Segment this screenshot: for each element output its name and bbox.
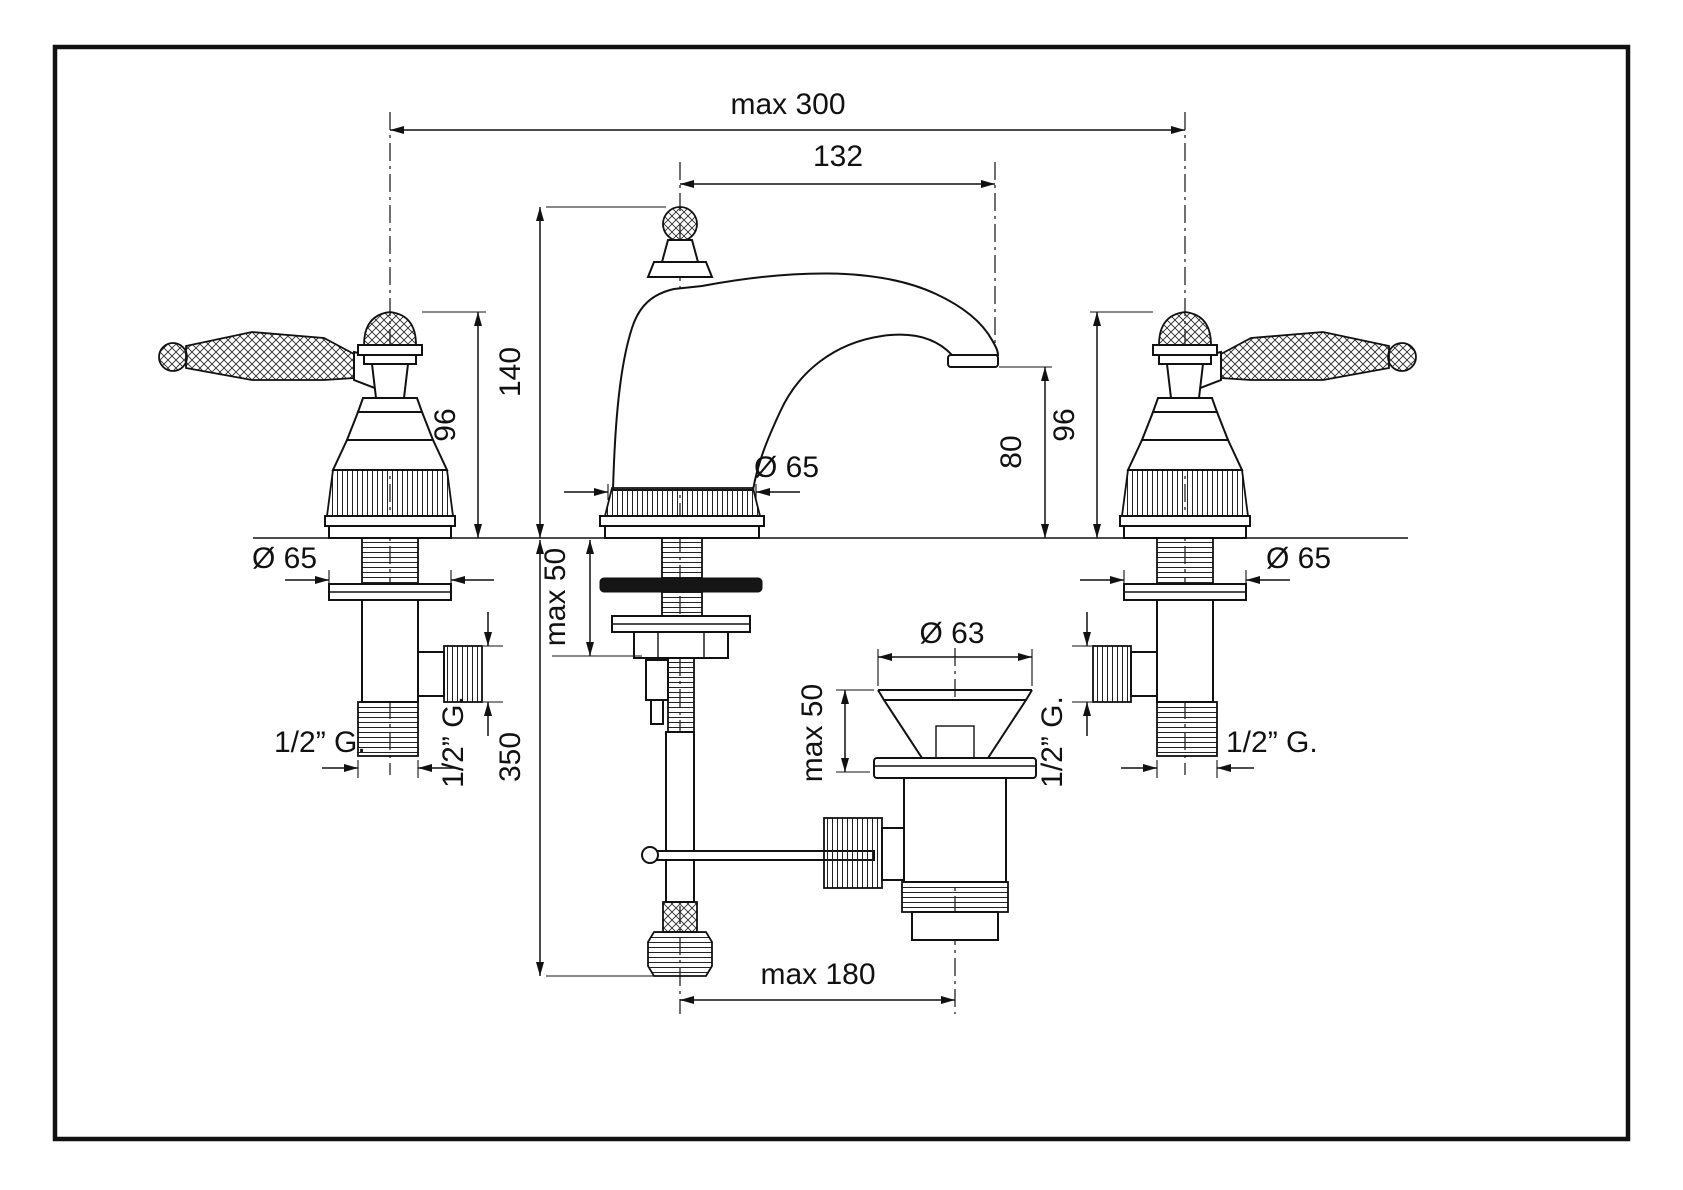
dim-label-spout-base-diameter: Ø 65: [754, 451, 819, 484]
valve-body: [361, 599, 419, 703]
hose-braid: [662, 901, 698, 933]
rod-knob: [641, 846, 659, 864]
hose-tube: [665, 731, 695, 903]
spout: [599, 206, 1000, 733]
pop-up-drain: [823, 689, 1037, 941]
dim-overall-width: max 300: [390, 88, 1185, 134]
dim-hose-length: 350: [494, 540, 668, 977]
drain-threads: [901, 881, 1009, 913]
crystal-lever: [185, 331, 355, 381]
side-outlet: [443, 645, 483, 703]
dim-spout-height: 140: [494, 206, 666, 538]
dim-label-handle-height-left: 96: [429, 408, 462, 441]
drawing-border: [52, 44, 1631, 1142]
dim-spout-base-diameter: Ø 65: [564, 451, 819, 500]
dim-label-left-valve-base-diameter: Ø 65: [252, 542, 317, 575]
handle-tip-ball: [158, 342, 188, 372]
dim-label-handle-height-right: 96: [1048, 408, 1081, 441]
dim-spout-reach: 132: [680, 140, 995, 188]
drain-cone: [882, 699, 1028, 759]
dim-outlet-height: 80: [995, 366, 1052, 538]
drain-tail: [911, 911, 999, 941]
dim-left-valve-base-diameter: Ø 65: [252, 542, 494, 586]
mounting-nut: [633, 631, 729, 659]
dim-handle-height-right: 96: [1048, 311, 1153, 538]
knurled-clamp-nut: [823, 817, 883, 889]
dim-label-drain-flange-diameter: Ø 63: [919, 617, 984, 650]
spout-base: [603, 487, 762, 517]
dim-spout-deck-thickness: max 50: [539, 540, 642, 657]
dim-label-drain-offset: max 180: [760, 958, 875, 991]
dim-label-outlet-height: 80: [995, 435, 1028, 468]
dim-label-right-tail-thread: 1/2” G.: [1226, 726, 1318, 759]
drain-flange: [873, 757, 1037, 779]
dim-label-hose-length: 350: [494, 732, 527, 782]
tailpiece: [357, 701, 419, 757]
flex-hose: [647, 731, 713, 977]
dim-label-spout-reach: 132: [813, 140, 863, 173]
dim-label-spout-deck-thickness: max 50: [539, 548, 572, 646]
aerator: [947, 354, 999, 368]
finial-ball: [662, 206, 698, 242]
dim-label-left-tail-thread: 1/2” G.: [274, 726, 366, 759]
spout-body: [611, 272, 1000, 491]
dim-drain-offset: max 180: [680, 958, 955, 1004]
dim-label-left-outlet-thread: 1/2” G.: [437, 696, 470, 788]
dim-label-spout-height: 140: [494, 347, 527, 397]
dim-label-drain-deck-thickness: max 50: [796, 684, 829, 782]
ribbed-escutcheon: [325, 469, 455, 517]
dim-drain-deck-thickness: max 50: [796, 684, 874, 782]
drain-body: [903, 777, 1007, 883]
dim-drain-flange-diameter: Ø 63: [877, 617, 1033, 686]
dim-right-outlet-thread: 1/2” G.: [1036, 612, 1092, 788]
handle-cap: [363, 311, 417, 346]
rod-guide: [645, 659, 669, 701]
dim-label-right-valve-base-diameter: Ø 65: [1266, 542, 1331, 575]
dim-label-right-outlet-thread: 1/2” G.: [1036, 696, 1069, 788]
dim-right-valve-base-diameter: Ø 65: [1080, 542, 1331, 586]
dim-right-tail-thread: 1/2” G.: [1121, 726, 1318, 778]
right-valve: [1092, 311, 1417, 757]
dim-handle-height-left: 96: [422, 311, 486, 538]
left-valve: [158, 311, 483, 757]
rubber-gasket: [599, 577, 763, 593]
threaded-shank: [361, 537, 419, 585]
dimensions: max 300 132 140 96 80 96: [252, 88, 1331, 1004]
hose-end-nut: [647, 931, 713, 977]
dim-label-overall-width: max 300: [730, 88, 845, 121]
dim-left-outlet-thread: 1/2” G.: [437, 612, 503, 788]
dim-left-tail-thread: 1/2” G.: [274, 726, 455, 778]
centerlines: [389, 112, 1186, 1014]
